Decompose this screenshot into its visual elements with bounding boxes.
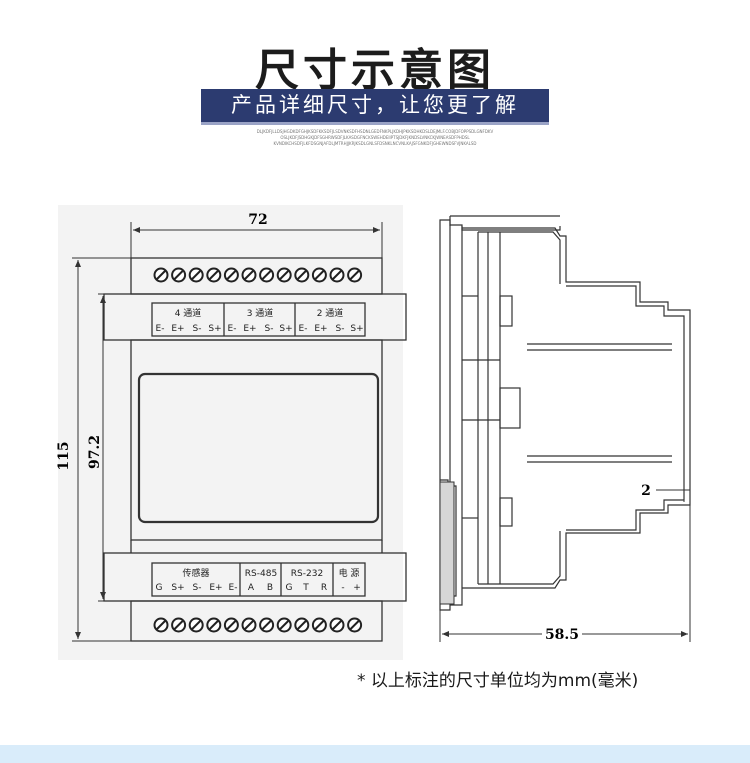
screw-slot <box>314 620 325 630</box>
small-print-line: KVNDIKCHSDFJLKFDSGNJAFDLJMTRHJJKRJKSDLGN… <box>273 141 477 146</box>
terminal-label: S- <box>193 583 202 593</box>
terminal-label: G <box>286 583 293 593</box>
channel-label: 3 通道 <box>247 307 274 319</box>
body-height-dimension <box>98 293 106 602</box>
terminal-label: E- <box>156 324 165 334</box>
bottom-terminal-housing <box>130 600 383 642</box>
banner-shadow <box>201 122 549 125</box>
screw-slot <box>156 270 166 280</box>
top-screw-row <box>153 267 363 283</box>
body <box>130 339 383 541</box>
total-height-label: 115 <box>56 441 72 470</box>
small-print: DLJKDFJLLDSJHGDKDFGHJKSDFKKSDFJLSDVNKSDF… <box>180 129 570 147</box>
screw-slot <box>349 620 360 630</box>
terminal-label: R <box>321 583 327 593</box>
subtitle-banner: 产品详细尺寸，让您更了解 <box>201 89 549 122</box>
screw-slot <box>332 270 342 280</box>
terminal-label: E- <box>228 324 237 334</box>
small-print-line: DLJKDFJLLDSJHGDKDFGHJKSDFKKSDFJLSDVNKSDF… <box>256 129 494 134</box>
width-dimension-label: 72 <box>248 212 267 228</box>
terminal-label: E+ <box>209 583 222 593</box>
screw-slot <box>156 620 166 630</box>
group-label: 传感器 <box>182 567 209 579</box>
terminal-label: S- <box>336 324 345 334</box>
screw-slot <box>297 620 307 630</box>
unit-note: * 以上标注的尺寸单位均为mm(毫米) <box>357 671 639 691</box>
side-view <box>439 219 691 611</box>
terminal-label: B <box>267 583 273 593</box>
terminal-label: E+ <box>314 324 327 334</box>
terminal-label: G <box>156 583 163 593</box>
subtitle-text: 产品详细尺寸，让您更了解 <box>231 93 519 117</box>
small-print-line: OSLJKDFJSDHGKJDFSGHRWSDFJLKASDGFNCKSWEHD… <box>280 135 470 140</box>
terminal-label: S+ <box>350 324 363 334</box>
terminal-label: S- <box>193 324 202 334</box>
body-height-label: 97.2 <box>87 435 103 469</box>
terminal-label: S+ <box>279 324 292 334</box>
top-plate-labels: 4 通道 3 通道 2 通道 E- E+ S- S+ E- E+ S- S+ E… <box>156 307 364 334</box>
screw-slot <box>332 620 342 630</box>
terminal-label: A <box>248 583 255 593</box>
terminal-label: E+ <box>243 324 256 334</box>
screw-slot <box>173 270 184 280</box>
terminal-label: E- <box>229 583 238 593</box>
screw-slot <box>191 270 201 280</box>
screw-slot <box>226 270 237 280</box>
terminal-label: E+ <box>171 324 184 334</box>
bottom-plate-labels: 传感器 RS-485 RS-232 电 源 G S+ S- E+ E- A B … <box>156 567 361 593</box>
total-height-dimension <box>72 257 131 642</box>
screw-slot <box>261 620 272 630</box>
screw-slot <box>244 270 254 280</box>
top-label-plate <box>151 302 366 337</box>
depth-dimension-label: 58.5 <box>545 627 579 643</box>
screw-slot <box>244 620 254 630</box>
terminal-label: S+ <box>171 583 184 593</box>
channel-label: 4 通道 <box>175 307 202 319</box>
bottom-screw-row <box>153 617 363 633</box>
screw-slot <box>173 620 184 630</box>
display-window <box>137 372 380 524</box>
screw-slot <box>209 270 219 280</box>
screw-slot <box>279 620 289 630</box>
bottom-label-plate <box>151 562 366 597</box>
terminal-label: S- <box>265 324 274 334</box>
screw-slot <box>279 270 289 280</box>
page-title: 尺寸示意图 <box>255 45 495 96</box>
screw-slot <box>297 270 307 280</box>
depth-dimension <box>439 505 691 642</box>
screw-slot <box>349 270 360 280</box>
bottom-band <box>0 745 750 763</box>
terminal-label: + <box>353 583 361 593</box>
screw-slot <box>314 270 325 280</box>
lip-dimension-label: 2 <box>641 483 651 499</box>
terminal-label: T <box>302 583 309 593</box>
terminal-label: E- <box>299 324 308 334</box>
terminal-label: S+ <box>208 324 221 334</box>
screw-slot <box>261 270 272 280</box>
width-dimension <box>130 222 383 258</box>
group-label: RS-485 <box>245 569 277 579</box>
din-clip <box>439 481 455 605</box>
screw-slot <box>191 620 201 630</box>
screw-slot <box>226 620 237 630</box>
channel-label: 2 通道 <box>317 307 344 319</box>
group-label: RS-232 <box>291 569 323 579</box>
group-label: 电 源 <box>339 567 360 579</box>
terminal-label: - <box>341 583 344 593</box>
screw-slot <box>209 620 219 630</box>
